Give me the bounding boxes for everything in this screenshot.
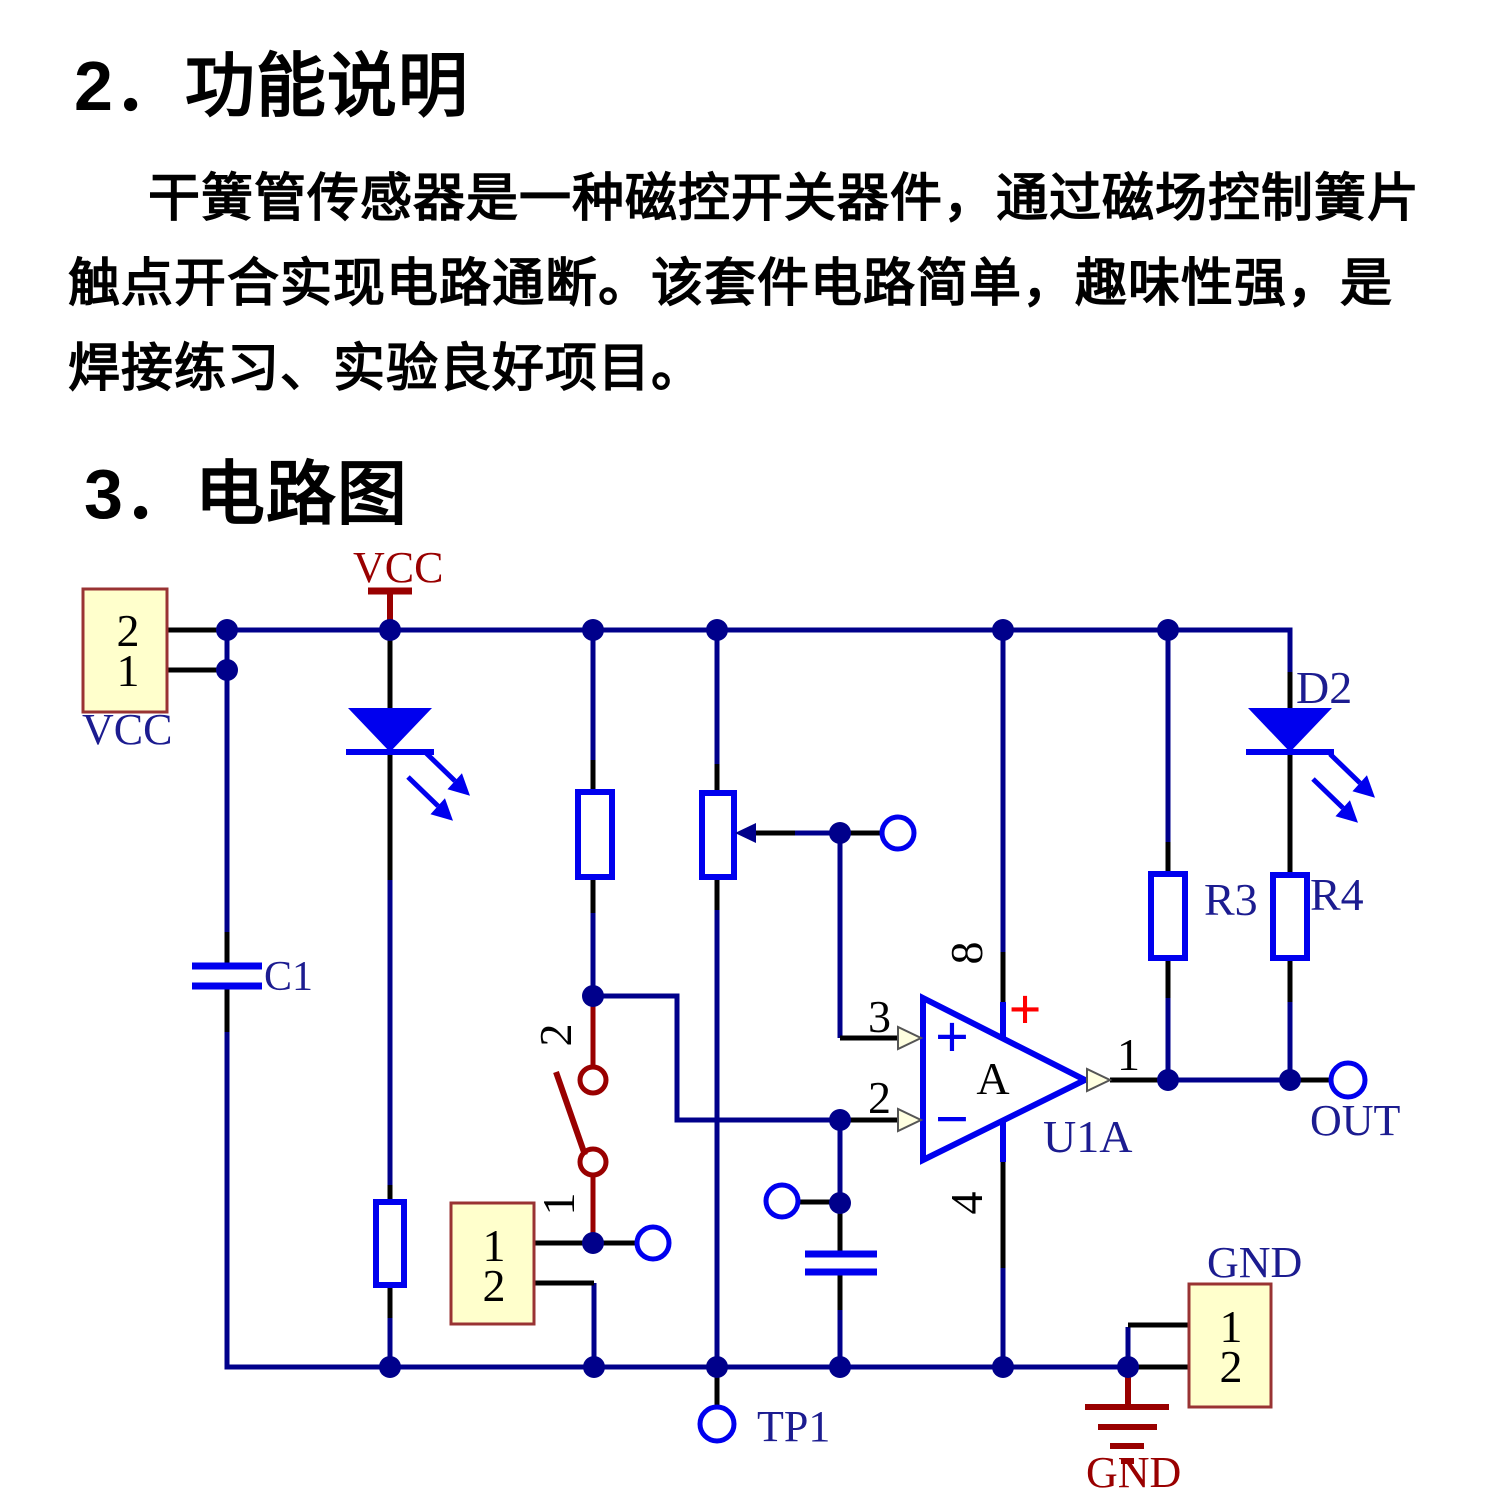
paragraph-line-2: 触点开合实现电路通断。该套件电路简单，趣味性强，是 <box>68 255 1394 313</box>
resistor-r2-body <box>373 1199 407 1288</box>
d2-triangle <box>1248 708 1332 752</box>
resistor-r3: R3 <box>1148 871 1258 961</box>
capacitor-c1: C1 <box>192 954 313 1000</box>
resistor-r1-body <box>575 789 615 880</box>
gnd-symbol-bars <box>1085 1367 1169 1464</box>
out-terminal: OUT <box>1310 1060 1401 1145</box>
c1-plates <box>192 962 262 990</box>
tp1-terminal: TP1 <box>697 1402 830 1451</box>
opamp-pin3-label: 3 <box>868 991 891 1042</box>
wires-navy <box>224 627 1293 1370</box>
gnd-connector-pin2-label: 2 <box>1220 1341 1243 1392</box>
switch-contact-bottom <box>577 1146 609 1178</box>
opamp-gate-label: A <box>976 1053 1009 1104</box>
gnd-connector: 1 2 GND <box>1187 1238 1302 1409</box>
pot-wiper-arrow <box>735 823 756 843</box>
vcc-connector-body <box>81 587 169 714</box>
section2-heading: 2．功能说明 <box>74 47 469 125</box>
c2-terminal-circle <box>763 1182 801 1220</box>
potentiometer <box>699 790 917 880</box>
switch-pin2-label: 2 <box>530 1024 581 1047</box>
tp1-terminal-circle <box>697 1404 737 1444</box>
d1-light-arrows <box>406 750 470 821</box>
r4-label: R4 <box>1310 869 1364 920</box>
gnd-connector-pin1-label: 1 <box>1220 1301 1243 1352</box>
c2-plates <box>805 1250 877 1276</box>
opamp-triangle <box>920 993 1092 1165</box>
reed-switch <box>553 996 609 1243</box>
pot-body <box>699 790 737 880</box>
d2-label: D2 <box>1296 662 1352 713</box>
vcc-connector: 2 1 VCC <box>81 587 172 754</box>
wires-black <box>167 627 1331 1407</box>
c1-label: C1 <box>264 954 313 1000</box>
switch-lever <box>553 1071 588 1156</box>
capacitor-c2 <box>763 1182 877 1276</box>
paragraph-line-1: 干簧管传感器是一种磁控开关器件，通过磁场控制簧片 <box>148 170 1421 228</box>
vcc-connector-pin1-label: 1 <box>117 645 140 696</box>
vcc-symbol-label: VCC <box>353 543 443 592</box>
d2-light-arrows <box>1311 752 1375 823</box>
out-label: OUT <box>1310 1096 1401 1145</box>
opamp-designator: U1A <box>1043 1111 1132 1162</box>
gnd-connector-body <box>1187 1282 1273 1409</box>
opamp-output-pin-triangle <box>1086 1067 1113 1093</box>
opamp-pin2-label: 2 <box>868 1072 891 1123</box>
reed-connector-pin1-label: 1 <box>483 1220 506 1271</box>
vcc-connector-name: VCC <box>82 705 172 754</box>
opamp-pin1-label: 1 <box>1117 1029 1140 1080</box>
junction-dots <box>216 619 1301 1378</box>
paragraph-line-3: 焊接练习、实验良好项目。 <box>68 340 705 398</box>
r3-label: R3 <box>1204 874 1258 925</box>
gnd-connector-name: GND <box>1207 1238 1302 1287</box>
r3-body <box>1148 871 1188 961</box>
vcc-power-symbol: VCC <box>353 543 443 630</box>
reed-connector-pin2-label: 2 <box>483 1260 506 1311</box>
led-d1 <box>346 708 470 821</box>
opamp-noninv-pin-triangle <box>897 1025 924 1051</box>
reed-connector-body <box>449 1201 536 1326</box>
led-d2: D2 <box>1246 662 1375 823</box>
opamp-inv-sign: − <box>935 1086 969 1152</box>
section3-heading: 3．电路图 <box>84 455 408 533</box>
d1-triangle <box>348 708 432 752</box>
opamp-supply-plus-sign: + <box>1008 977 1041 1042</box>
opamp-pin8-label: 8 <box>941 942 992 965</box>
vcc-connector-pin2-label: 2 <box>117 605 140 656</box>
out-terminal-circle <box>1328 1060 1368 1100</box>
r4-body <box>1270 872 1310 961</box>
opamp-noninv-sign: + <box>935 1004 969 1070</box>
opamp-pin4-label: 4 <box>941 1192 992 1215</box>
pot-wiper-terminal <box>879 814 917 852</box>
switch-pin1-label: 1 <box>533 1193 584 1216</box>
tp1-label: TP1 <box>757 1402 830 1451</box>
switch-contact-top <box>577 1064 609 1096</box>
opamp-u1a: + − A + 3 2 8 4 1 U1A <box>868 942 1140 1215</box>
reed-connector: 1 2 <box>449 1201 672 1326</box>
resistor-r4: R4 <box>1270 869 1364 961</box>
opamp-inv-pin-triangle <box>897 1107 924 1133</box>
reed-terminal-circle <box>634 1224 672 1262</box>
gnd-power-symbol: GND <box>1085 1367 1181 1497</box>
gnd-symbol-label: GND <box>1086 1448 1181 1497</box>
